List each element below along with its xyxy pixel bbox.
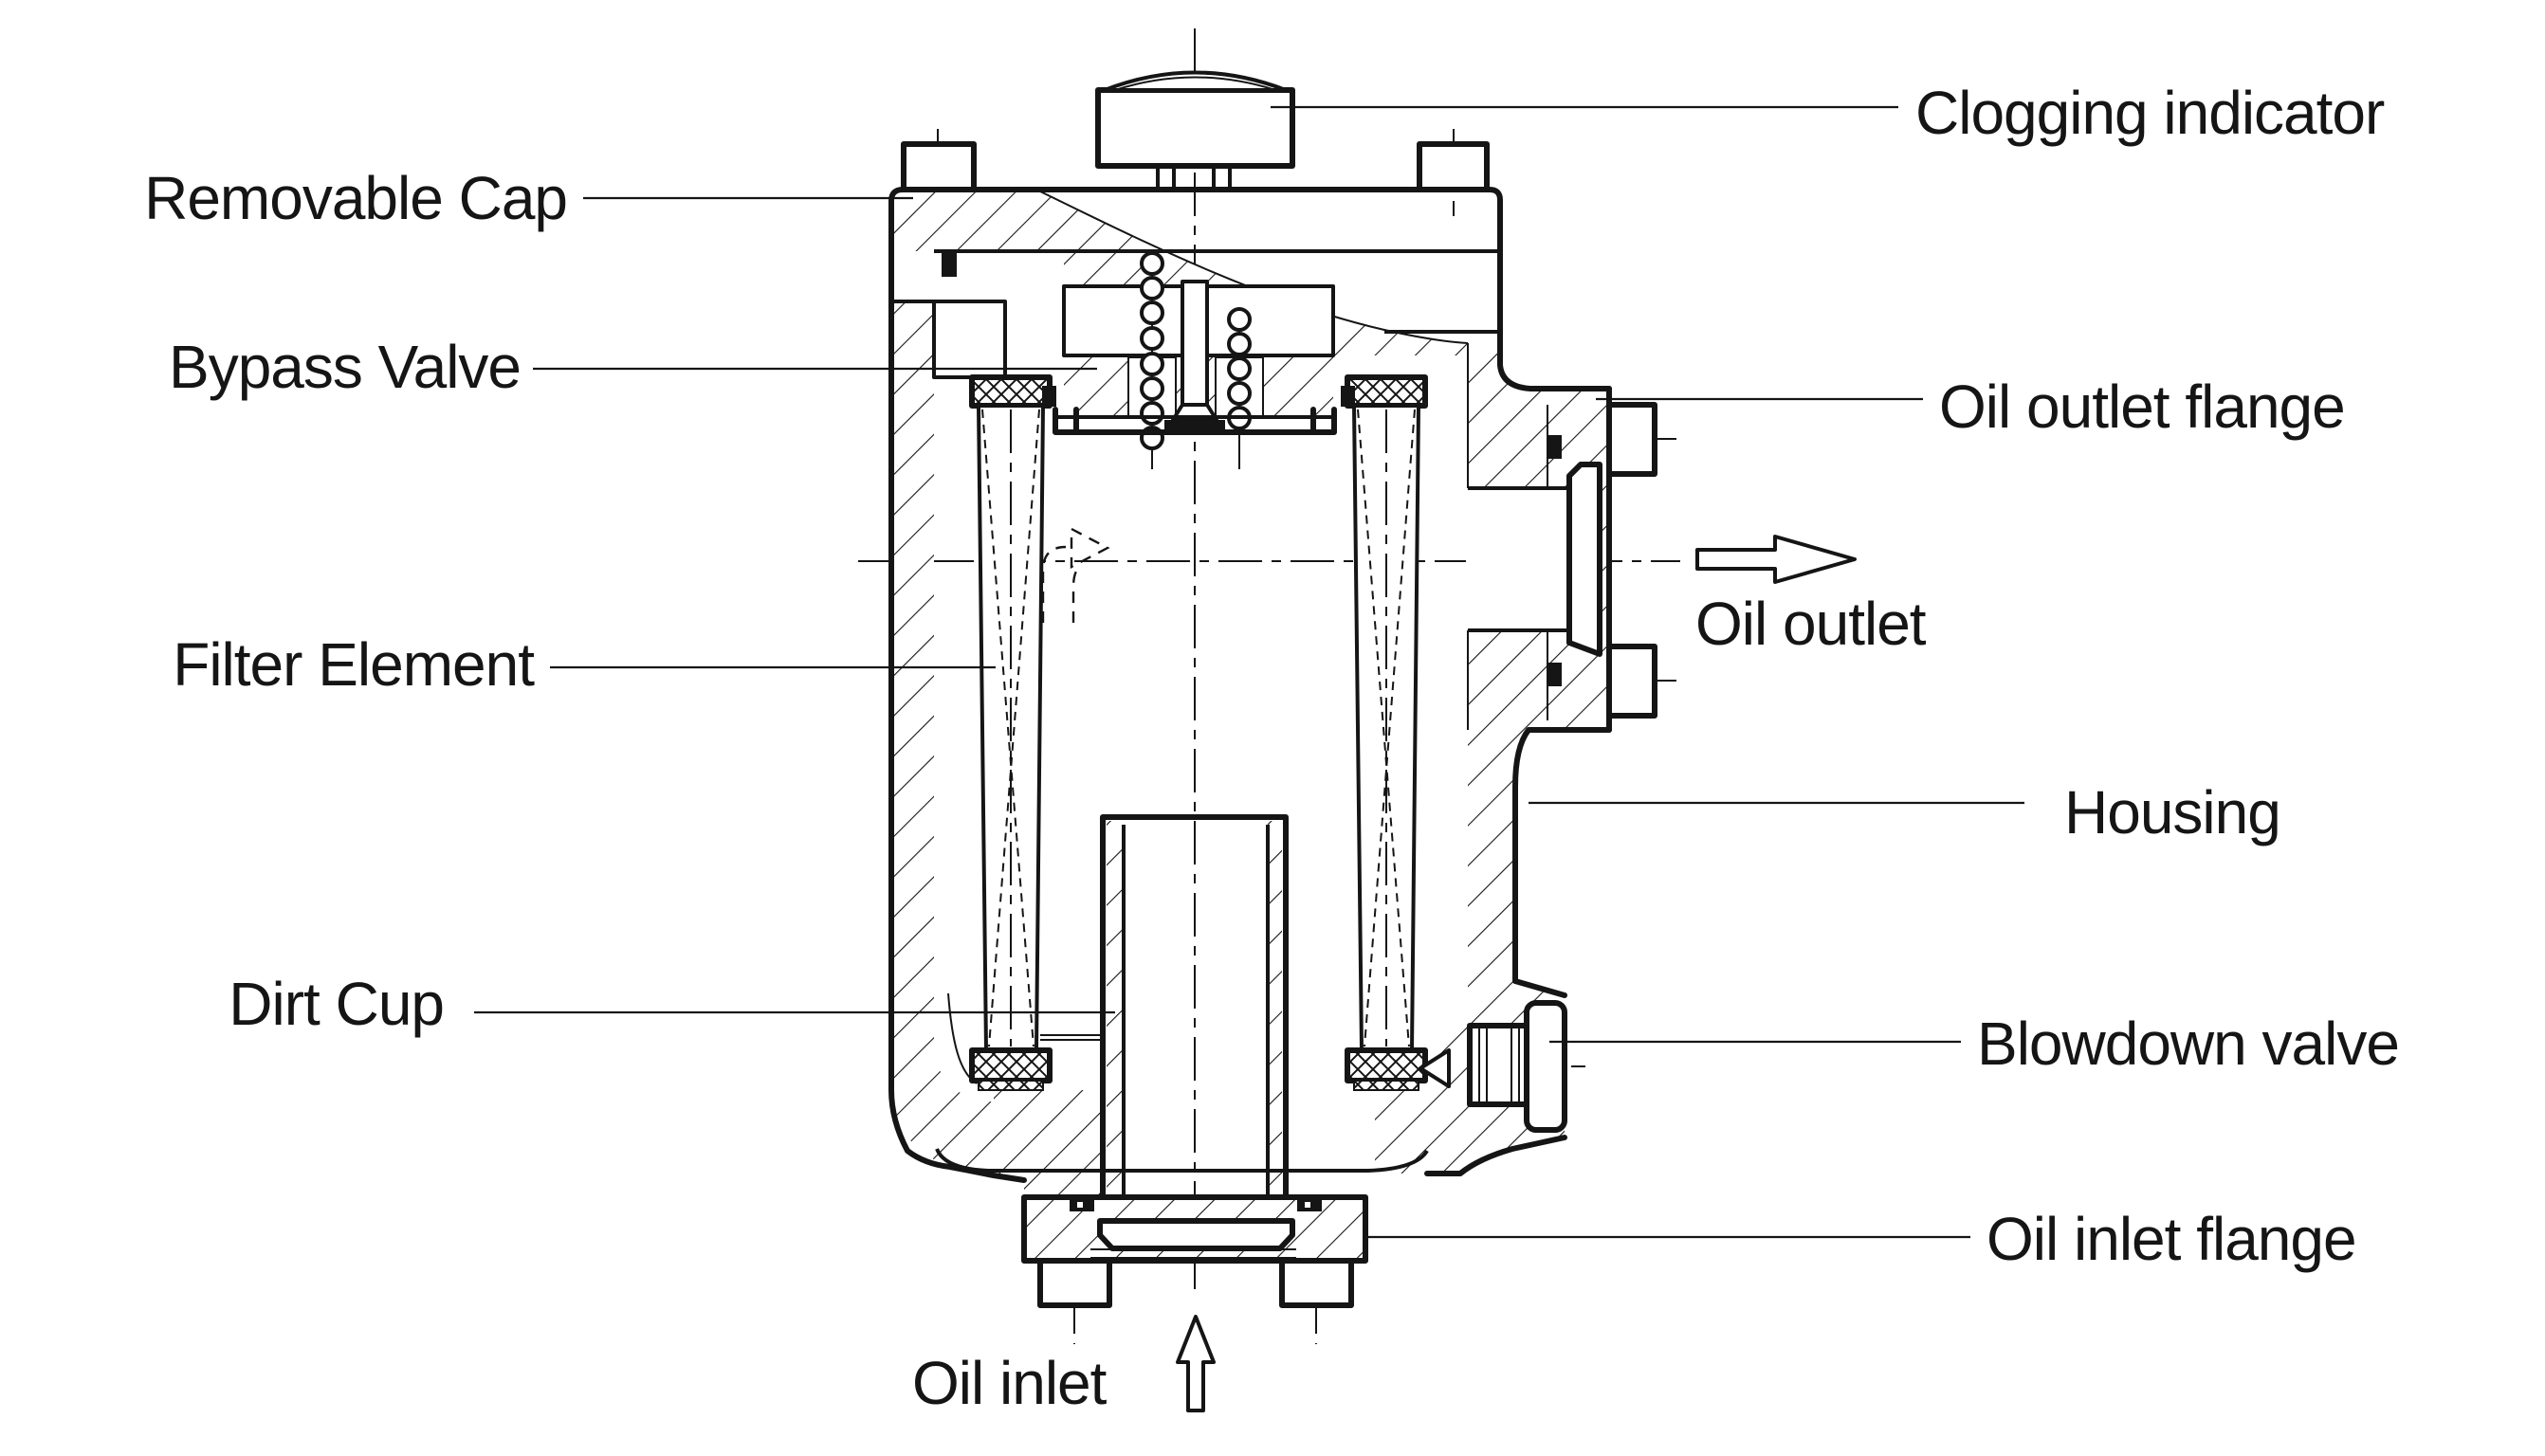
inlet-orings <box>1070 1198 1322 1211</box>
label-removable-cap: Removable Cap <box>144 164 567 232</box>
inlet-bolt-left <box>1037 1258 1112 1308</box>
leader-lines <box>474 105 2024 1239</box>
bypass-stem <box>1181 280 1209 407</box>
bypass-seat <box>1164 420 1225 430</box>
filter-left-bottom-seal <box>978 1080 1044 1091</box>
filter-element-left <box>969 374 1056 1091</box>
filter-element-right <box>1341 374 1428 1091</box>
label-dirt-cup: Dirt Cup <box>229 970 444 1038</box>
blowdown-threads <box>1478 1026 1520 1104</box>
inlet-pipe-bore-lines <box>1122 825 1270 1197</box>
blowdown-seat-cone <box>1419 1048 1451 1088</box>
right-lower-outer-edge <box>1424 727 1612 1176</box>
wall-joint-lines <box>1467 343 1548 730</box>
filter-left-bottom-cap <box>969 1047 1053 1083</box>
label-oil-outlet-flange: Oil outlet flange <box>1939 373 2345 441</box>
outlet-oring-bottom <box>1548 663 1562 686</box>
filter-right-bottom-seal <box>1353 1080 1419 1091</box>
cap-left-shoulder <box>932 300 1007 379</box>
left-outer-edge <box>888 246 1027 1183</box>
outlet-port-edges <box>1468 486 1569 632</box>
outlet-bolt-bottom <box>1606 644 1657 719</box>
cap-oring <box>942 252 957 277</box>
oil-outlet-arrow <box>1695 535 1857 584</box>
indicator-stem <box>1156 166 1232 190</box>
label-clogging-indicator: Clogging indicator <box>1915 79 2385 147</box>
cap-and-right-wall-outline <box>888 187 1612 391</box>
indicator-dome <box>1103 70 1288 92</box>
dirt-cup-wall-contour <box>947 992 978 1084</box>
bypass-valve <box>1053 251 1337 469</box>
label-oil-inlet: Oil inlet <box>912 1349 1108 1417</box>
indicator-dome-inner-line <box>1114 76 1276 91</box>
filter-right-top-oring <box>1341 386 1355 407</box>
indicator-body <box>1095 87 1295 169</box>
outlet-port-bore <box>1466 490 1567 628</box>
inlet-counterbore <box>1097 1218 1295 1251</box>
removable-cap <box>888 141 1612 391</box>
inlet-flange-outline <box>1021 1194 1368 1264</box>
label-filter-element: Filter Element <box>173 630 535 699</box>
outlet-gasket-plate <box>1566 462 1602 657</box>
clogging-indicator-knob <box>1095 70 1295 190</box>
inlet-pipe-outline <box>1100 814 1289 1200</box>
cap-stud-right <box>1417 141 1490 192</box>
outer-outline <box>888 246 1612 1183</box>
filter-left-top-oring <box>1042 386 1056 407</box>
filter-right-top-cap <box>1345 374 1428 409</box>
housing-left-wall-section <box>891 301 994 1175</box>
dirt-cup-floor-ledge <box>1040 1034 1103 1041</box>
label-bypass-valve: Bypass Valve <box>169 333 521 401</box>
flow-direction-arrow <box>1041 527 1110 623</box>
flow-arrow-head <box>1070 527 1110 569</box>
label-housing: Housing <box>2064 778 2280 846</box>
bypass-spring-right <box>1227 307 1252 430</box>
removable-cap-section <box>891 190 1468 355</box>
outlet-oring-top <box>1548 435 1562 459</box>
bypass-valve-plate <box>1053 407 1337 435</box>
label-oil-inlet-flange: Oil inlet flange <box>1987 1205 2356 1273</box>
housing-bottom-lip <box>935 1148 1429 1173</box>
inlet-bolt-right <box>1279 1258 1354 1308</box>
filter-right-pleat-lines <box>1357 409 1416 1047</box>
inlet-counterbore-lines <box>1090 1248 1296 1259</box>
label-blowdown-valve: Blowdown valve <box>1977 1010 2399 1078</box>
oil-inlet-assembly <box>935 814 1429 1412</box>
filter-left-top-cap <box>969 374 1053 409</box>
labels: Removable Cap Bypass Valve Filter Elemen… <box>144 79 2400 1417</box>
flow-arrow-bend <box>1041 545 1082 623</box>
cap-stud-left <box>901 141 977 192</box>
blowdown-valve <box>1419 1000 1567 1133</box>
blowdown-hex-head <box>1524 1000 1567 1133</box>
filter-right-bottom-cap <box>1345 1047 1428 1083</box>
filter-left-pleat-lines <box>981 409 1040 1047</box>
oil-inlet-arrow <box>1176 1315 1216 1412</box>
label-oil-outlet: Oil outlet <box>1695 590 1927 658</box>
inlet-pipe-right-wall-section <box>1268 821 1282 1197</box>
outlet-bolt-top <box>1606 402 1657 477</box>
housing-right-wall-upper-section <box>1468 343 1547 488</box>
inlet-pipe-left-wall-section <box>1107 821 1124 1197</box>
housing-right-wall-mid-section <box>1468 630 1547 730</box>
dirt-cup-body-left-section <box>994 1090 1103 1197</box>
